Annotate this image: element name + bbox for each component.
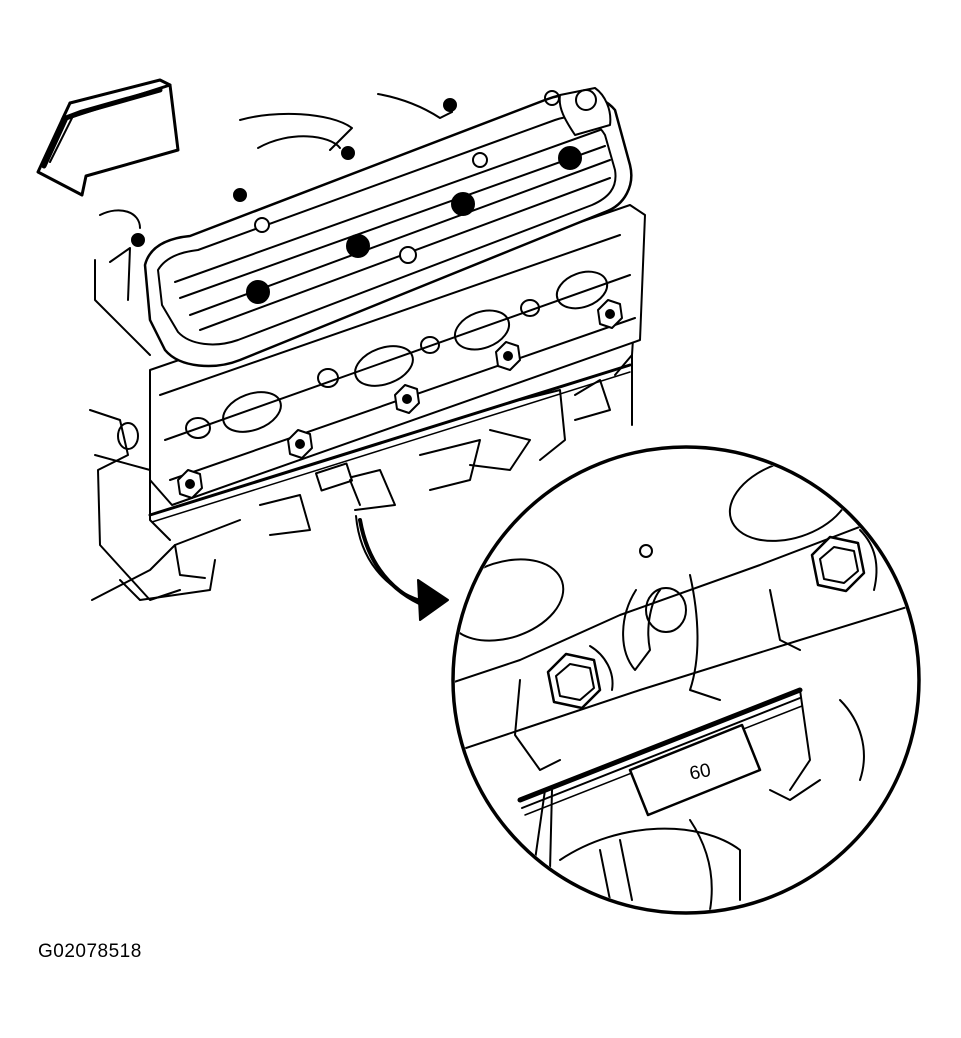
engine-block <box>89 112 641 601</box>
head-bolts <box>177 299 623 499</box>
cylinder-head <box>149 204 646 506</box>
valve-cover-bolts <box>131 98 582 304</box>
harness-lead <box>377 93 453 119</box>
head-gasket <box>148 363 632 523</box>
figure-id-label: G02078518 <box>38 941 142 962</box>
gasket-tag-label: 60 <box>688 760 713 785</box>
detail-magnified-view: 60 <box>451 445 921 915</box>
front-direction-arrow-icon <box>36 78 180 197</box>
detail-callout-arrow-icon <box>355 515 449 621</box>
